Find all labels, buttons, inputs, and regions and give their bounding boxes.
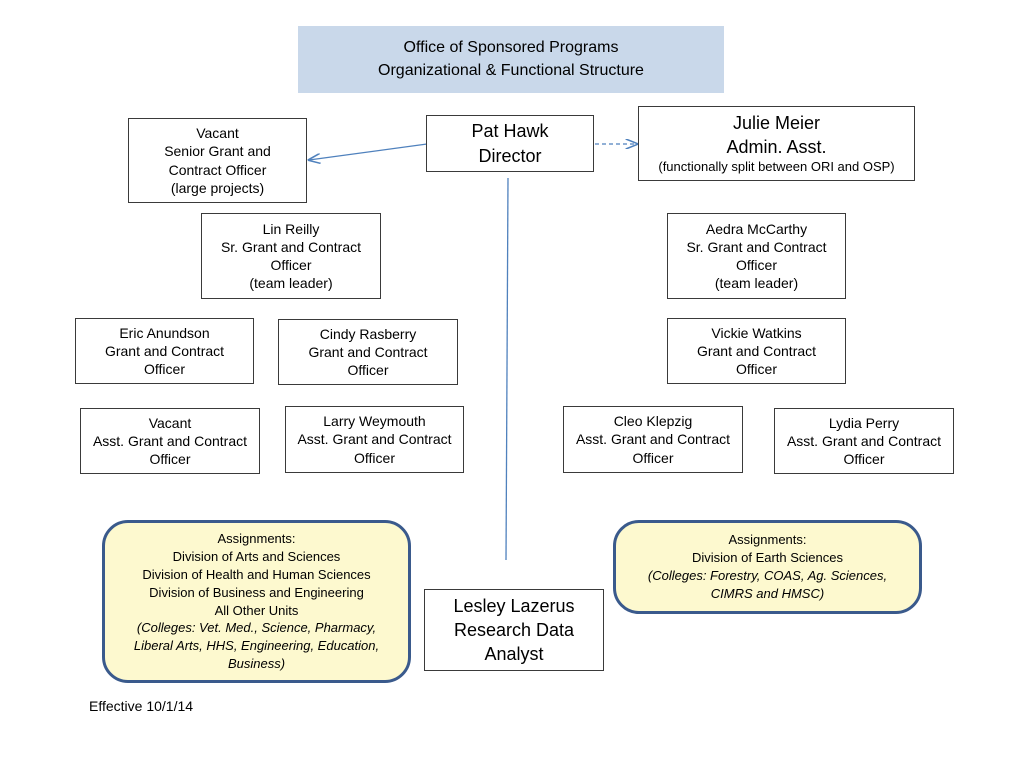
right-assignments-box: Assignments: Division of Earth Sciences … [613, 520, 922, 614]
director-vertical-line [505, 177, 509, 561]
director-name: Pat Hawk [471, 121, 549, 142]
right-officer-box: Vickie Watkins Grant and Contract Office… [667, 318, 846, 384]
left-assistant-1-title-1: Asst. Grant and Contract [297, 431, 452, 448]
left-assignment-line: Division of Business and Engineering [149, 584, 364, 600]
left-leader-title-2: Officer [270, 257, 312, 273]
right-assistant-1-title-2: Officer [843, 451, 885, 468]
right-team-leader-box: Aedra McCarthy Sr. Grant and Contract Of… [667, 213, 846, 299]
right-assistant-1-title-1: Asst. Grant and Contract [786, 432, 942, 449]
vacant-senior-name: Vacant [196, 125, 239, 142]
analyst-line-3: Analyst [484, 644, 544, 665]
director-box: Pat Hawk Director [426, 115, 594, 172]
left-assistant-0-title-1: Asst. Grant and Contract [92, 432, 248, 449]
analyst-line-2: Research Data [453, 619, 575, 640]
left-leader-note: (team leader) [249, 275, 333, 292]
right-assistant-box: Cleo Klepzig Asst. Grant and Contract Of… [563, 406, 743, 473]
vacant-senior-title-2: Contract Officer [168, 161, 267, 178]
admin-box: Julie Meier Admin. Asst. (functionally s… [638, 106, 915, 181]
left-assistant-1-name: Larry Weymouth [323, 413, 426, 430]
analyst-box: Lesley Lazerus Research Data Analyst [424, 589, 604, 671]
admin-title: Admin. Asst. [726, 137, 827, 158]
admin-name: Julie Meier [732, 112, 821, 133]
left-colleges-line: Liberal Arts, HHS, Engineering, Educatio… [133, 638, 380, 654]
vacant-senior-note: (large projects) [170, 179, 265, 196]
right-assistant-0-title-1: Asst. Grant and Contract [575, 431, 731, 448]
right-leader-note: (team leader) [714, 275, 799, 292]
left-team-leader-box: Lin Reilly Sr. Grant and Contract Office… [201, 213, 381, 299]
analyst-line-1: Lesley Lazerus [453, 595, 575, 616]
left-officer-1-title-1: Grant and Contract [308, 343, 428, 360]
left-colleges-line: (Colleges: Vet. Med., Science, Pharmacy, [136, 620, 377, 636]
left-assistant-box: Vacant Asst. Grant and Contract Officer [80, 408, 260, 474]
left-assistant-box: Larry Weymouth Asst. Grant and Contract … [285, 406, 464, 473]
title-line-1: Office of Sponsored Programs [403, 39, 619, 57]
right-leader-title-1: Sr. Grant and Contract [686, 238, 827, 255]
vacant-senior-box: Vacant Senior Grant and Contract Officer… [128, 118, 307, 203]
right-leader-title-2: Officer [736, 257, 777, 273]
effective-date: Effective 10/1/14 [89, 698, 194, 714]
left-officer-box: Eric Anundson Grant and Contract Officer [75, 318, 254, 384]
left-colleges-line: Business) [227, 656, 286, 672]
right-leader-name: Aedra McCarthy [705, 220, 808, 237]
title-line-2: Organizational & Functional Structure [378, 61, 644, 79]
right-assignment-line: Division of Earth Sciences [691, 550, 843, 566]
right-officer-0-title-2: Officer [736, 361, 777, 378]
left-officer-box: Cindy Rasberry Grant and Contract Office… [278, 319, 458, 385]
left-officer-1-title-2: Officer [347, 362, 389, 379]
left-assignment-line: Division of Health and Human Sciences [142, 566, 371, 582]
right-assistant-box: Lydia Perry Asst. Grant and Contract Off… [774, 408, 954, 474]
right-colleges-line: CIMRS and HMSC) [710, 585, 825, 601]
left-officer-0-title-2: Officer [144, 361, 185, 378]
director-title: Director [478, 145, 542, 166]
right-officer-0-name: Vickie Watkins [711, 324, 802, 341]
left-assistant-0-name: Vacant [148, 414, 192, 431]
right-assistant-0-title-2: Officer [632, 449, 674, 466]
left-leader-title-1: Sr. Grant and Contract [220, 238, 362, 255]
left-leader-name: Lin Reilly [262, 220, 320, 237]
left-officer-0-title-1: Grant and Contract [104, 342, 225, 359]
left-assignment-line: Division of Arts and Sciences [172, 548, 341, 564]
left-assistant-1-title-2: Officer [354, 449, 395, 466]
left-officer-0-name: Eric Anundson [119, 324, 210, 341]
left-officer-1-name: Cindy Rasberry [319, 325, 417, 342]
right-assistant-0-name: Cleo Klepzig [613, 413, 693, 430]
admin-note: (functionally split between ORI and OSP) [658, 159, 895, 175]
left-assistant-0-title-2: Officer [149, 451, 191, 468]
left-assignments-heading: Assignments: [217, 530, 296, 546]
left-assignments-box: Assignments: Division of Arts and Scienc… [102, 520, 411, 683]
vacant-senior-title-1: Senior Grant and [164, 143, 271, 160]
right-officer-0-title-1: Grant and Contract [696, 342, 817, 359]
right-colleges-line: (Colleges: Forestry, COAS, Ag. Sciences, [647, 568, 888, 583]
director-to-vacant-arrow [309, 143, 428, 160]
left-assignment-line: All Other Units [214, 602, 299, 618]
chart-title: Office of Sponsored Programs Organizatio… [298, 26, 724, 93]
right-assignments-heading: Assignments: [728, 532, 807, 548]
right-assistant-1-name: Lydia Perry [828, 414, 900, 431]
